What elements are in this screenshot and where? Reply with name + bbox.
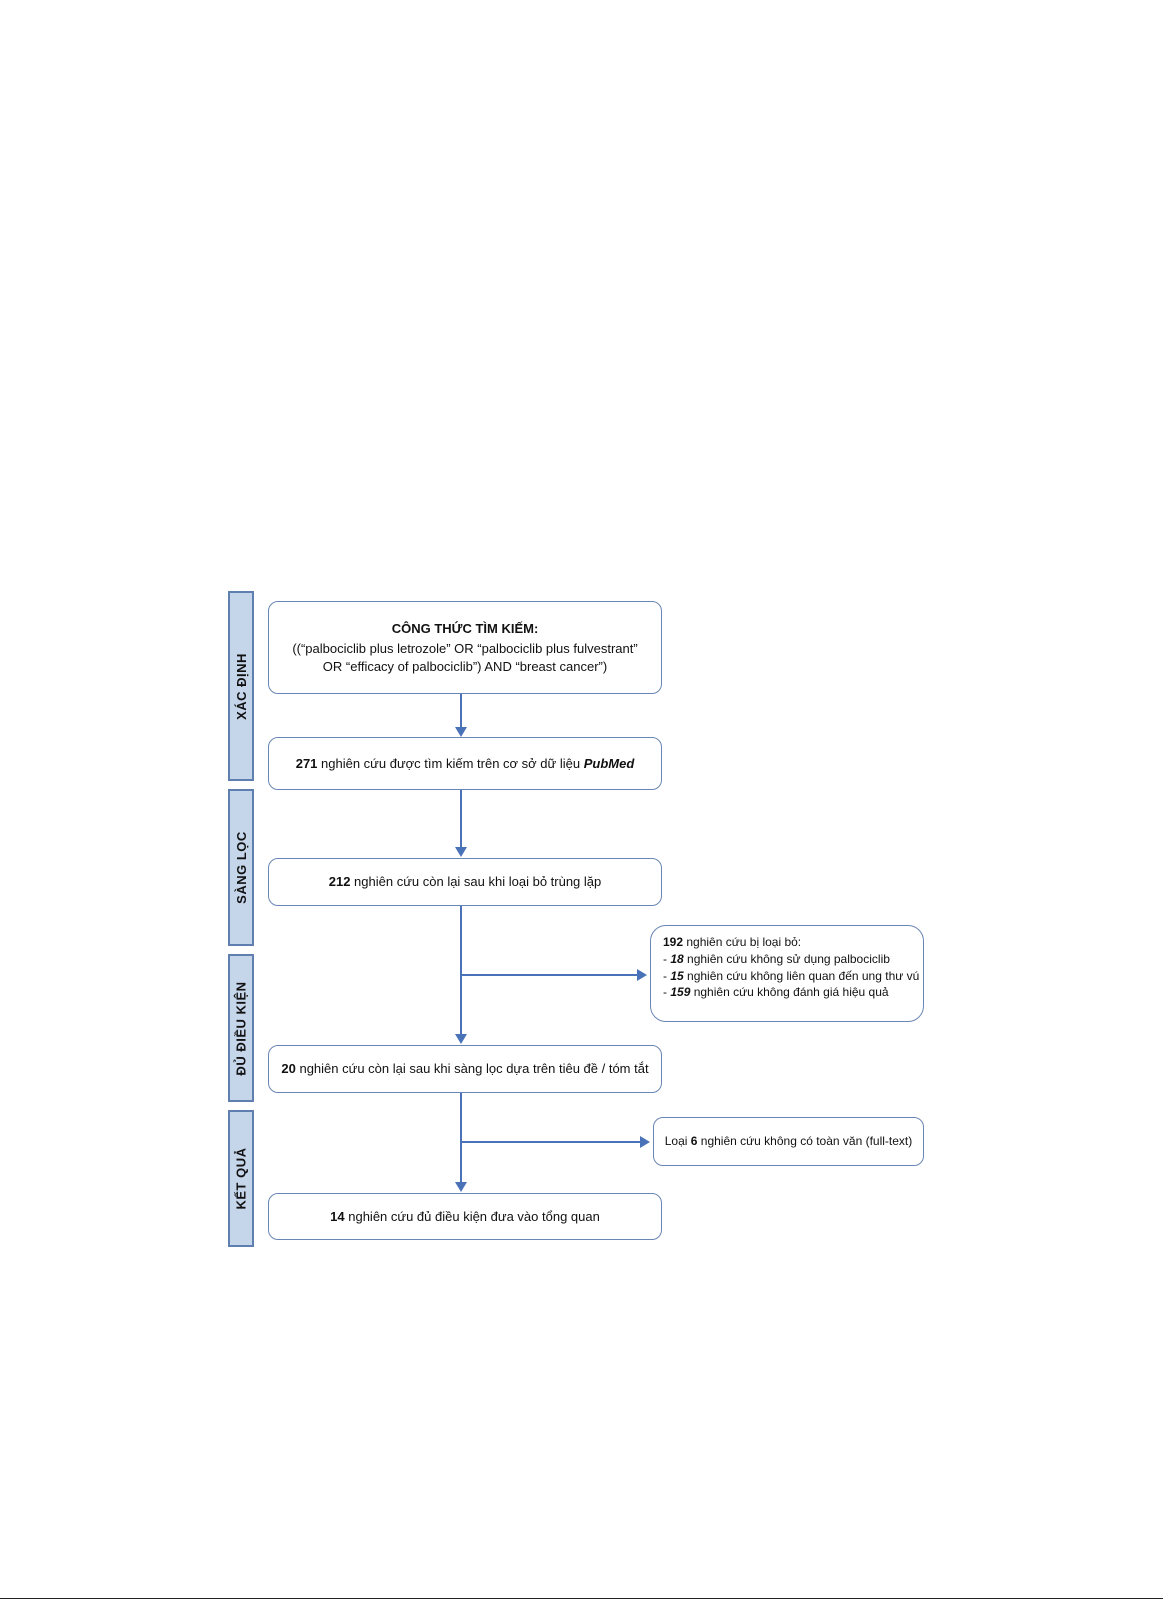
arrow-line-eligible-to-included — [460, 1093, 462, 1185]
arrow-line-search-to-identified — [460, 694, 462, 730]
included-box: 14 nghiên cứu đủ điều kiện đưa vào tổng … — [268, 1193, 662, 1240]
excluded-1-item: - 159 nghiên cứu không đánh giá hiệu quả — [663, 984, 911, 1001]
included-text: 14 nghiên cứu đủ điều kiện đưa vào tổng … — [330, 1208, 600, 1226]
excluded-1-item-count: 18 — [670, 951, 684, 966]
eligible-text: 20 nghiên cứu còn lại sau khi sàng lọc d… — [281, 1060, 648, 1078]
phase-included: KẾT QUẢ — [228, 1110, 254, 1247]
excluded-box-1: 192 nghiên cứu bị loại bỏ: - 18 nghiên c… — [650, 925, 924, 1022]
arrow-head-identified-to-screened — [455, 847, 467, 857]
excluded-2-prefix: Loại — [664, 1134, 691, 1149]
arrow-line-to-excluded-1 — [461, 974, 638, 976]
search-formula-box: CÔNG THỨC TÌM KIẾM: ((“palbociclib plus … — [268, 601, 662, 694]
phase-identification-label: XÁC ĐỊNH — [233, 652, 249, 720]
excluded-1-item-prefix: - — [663, 985, 671, 1000]
identified-source: PubMed — [583, 755, 635, 771]
identified-label: nghiên cứu được tìm kiếm trên cơ sở dữ l… — [317, 755, 584, 771]
identified-count: 271 — [295, 755, 318, 771]
phase-identification: XÁC ĐỊNH — [228, 591, 254, 781]
arrow-head-screened-to-eligible — [455, 1034, 467, 1044]
arrow-line-identified-to-screened — [460, 790, 462, 850]
eligible-box: 20 nghiên cứu còn lại sau khi sàng lọc d… — [268, 1045, 662, 1093]
excluded-box-2: Loại 6 nghiên cứu không có toàn văn (ful… — [653, 1117, 924, 1166]
excluded-2-count: 6 — [690, 1134, 698, 1149]
eligible-count: 20 — [281, 1061, 296, 1077]
excluded-1-item-text: nghiên cứu không liên quan đến ung thư v… — [683, 968, 920, 983]
screened-box: 212 nghiên cứu còn lại sau khi loại bỏ t… — [268, 858, 662, 906]
excluded-1-heading: 192 nghiên cứu bị loại bỏ: — [663, 934, 911, 951]
excluded-1-item-prefix: - — [663, 968, 671, 983]
arrow-head-search-to-identified — [455, 727, 467, 737]
page-bottom-rule — [0, 1598, 1163, 1599]
screened-label: nghiên cứu còn lại sau khi loại bỏ trùng… — [350, 874, 602, 890]
arrow-head-to-excluded-1 — [637, 969, 647, 981]
excluded-1-item-prefix: - — [663, 951, 671, 966]
search-formula-title: CÔNG THỨC TÌM KIẾM: — [391, 620, 539, 636]
phase-screening: SÀNG LỌC — [228, 789, 254, 946]
included-label: nghiên cứu đủ điều kiện đưa vào tổng qua… — [344, 1208, 600, 1224]
excluded-2-text: Loại 6 nghiên cứu không có toàn văn (ful… — [665, 1133, 913, 1149]
screened-count: 212 — [328, 874, 351, 890]
included-count: 14 — [330, 1208, 345, 1224]
excluded-1-item-count: 15 — [670, 968, 684, 983]
excluded-1-item-text: nghiên cứu không sử dụng palbociclib — [683, 951, 890, 966]
excluded-1-item-count: 159 — [670, 985, 691, 1000]
excluded-1-item-text: nghiên cứu không đánh giá hiệu quả — [690, 985, 889, 1000]
phase-eligibility: ĐỦ ĐIỀU KIỆN — [228, 954, 254, 1102]
arrow-head-eligible-to-included — [455, 1182, 467, 1192]
search-formula-line-1: ((“palbociclib plus letrozole” OR “palbo… — [292, 641, 638, 657]
arrow-line-to-excluded-2 — [461, 1141, 641, 1143]
excluded-1-item: - 15 nghiên cứu không liên quan đến ung … — [663, 968, 919, 985]
excluded-2-label: nghiên cứu không có toàn văn (full-text) — [697, 1134, 913, 1149]
arrow-line-screened-to-eligible — [460, 906, 462, 1037]
screened-text: 212 nghiên cứu còn lại sau khi loại bỏ t… — [329, 873, 602, 891]
identified-box: 271 nghiên cứu được tìm kiếm trên cơ sở … — [268, 737, 662, 790]
excluded-1-count: 192 — [663, 935, 684, 949]
eligible-label: nghiên cứu còn lại sau khi sàng lọc dựa … — [295, 1061, 649, 1077]
phase-screening-label: SÀNG LỌC — [233, 831, 249, 904]
identified-text: 271 nghiên cứu được tìm kiếm trên cơ sở … — [296, 755, 635, 773]
excluded-1-heading-text: nghiên cứu bị loại bỏ: — [683, 935, 802, 949]
phase-included-label: KẾT QUẢ — [233, 1147, 249, 1210]
search-formula-line-2: OR “efficacy of palbociclib”) AND “breas… — [322, 658, 608, 674]
phase-eligibility-label: ĐỦ ĐIỀU KIỆN — [233, 980, 249, 1076]
excluded-1-item: - 18 nghiên cứu không sử dụng palbocicli… — [663, 951, 911, 968]
arrow-head-to-excluded-2 — [640, 1136, 650, 1148]
